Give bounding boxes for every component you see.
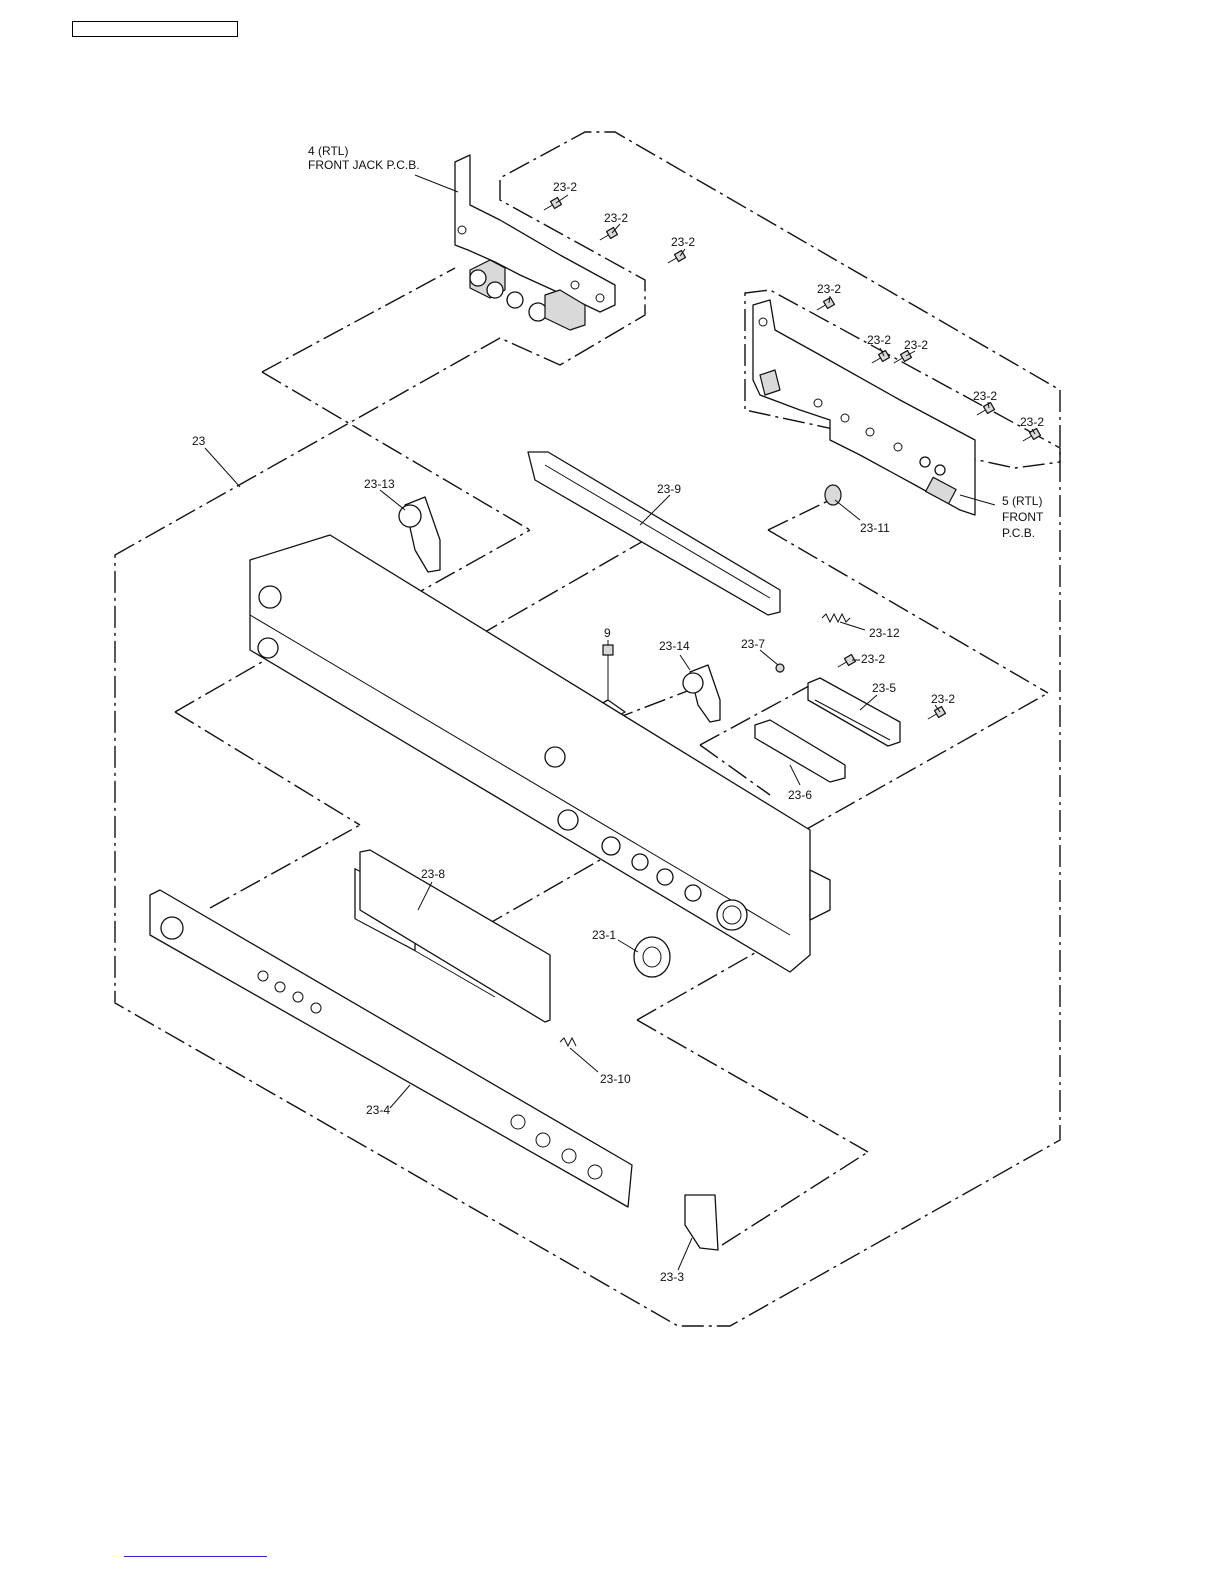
label-23-4: 23-4 xyxy=(366,1103,390,1117)
label-front-pcb-line3: P.C.B. xyxy=(1002,526,1035,540)
label-23-1: 23-1 xyxy=(592,928,616,942)
part-23-7 xyxy=(776,664,784,672)
label-23-13: 23-13 xyxy=(364,477,395,491)
label-23-7: 23-7 xyxy=(741,637,765,651)
part-23-9-bar xyxy=(528,452,780,615)
part-23-13-bracket xyxy=(399,497,440,572)
label-23-8: 23-8 xyxy=(421,867,445,881)
label-front-pcb-num: 5 (RTL) xyxy=(1002,494,1042,508)
label-23-12: 23-12 xyxy=(869,626,900,640)
label-23-9: 23-9 xyxy=(657,482,681,496)
label-front-jack-pcb-num: 4 (RTL) xyxy=(308,144,348,158)
label-23-2-h: 23-2 xyxy=(1020,415,1044,429)
label-23-2-i: 23-2 xyxy=(861,652,885,666)
part-23-11-clip xyxy=(825,485,841,505)
label-23-2-j: 23-2 xyxy=(931,692,955,706)
label-23-2-f: 23-2 xyxy=(904,338,928,352)
label-23-2-g: 23-2 xyxy=(973,389,997,403)
label-23-10: 23-10 xyxy=(600,1072,631,1086)
front-pcb xyxy=(753,300,975,515)
part-23-14-bracket xyxy=(683,665,720,722)
label-23-5: 23-5 xyxy=(872,681,896,695)
label-23-14: 23-14 xyxy=(659,639,690,653)
label-23-2-b: 23-2 xyxy=(604,211,628,225)
label-23-2-d: 23-2 xyxy=(817,282,841,296)
label-front-jack-pcb-name: FRONT JACK P.C.B. xyxy=(308,158,420,172)
part-23-1-knob xyxy=(634,937,670,977)
part-23-6-bracket xyxy=(755,720,845,782)
label-23-2-a: 23-2 xyxy=(553,180,577,194)
label-23-2-c: 23-2 xyxy=(671,235,695,249)
label-23: 23 xyxy=(192,434,206,448)
label-23-3: 23-3 xyxy=(660,1270,684,1284)
front-jack-pcb xyxy=(455,155,615,330)
part-23-12-spring xyxy=(822,614,850,622)
label-front-pcb-line2: FRONT xyxy=(1002,510,1044,524)
label-23-11: 23-11 xyxy=(860,521,890,535)
label-23-2-e: 23-2 xyxy=(867,333,891,347)
label-23-6: 23-6 xyxy=(788,788,812,802)
label-9: 9 xyxy=(604,626,611,640)
part-23-10-spring xyxy=(560,1038,576,1046)
